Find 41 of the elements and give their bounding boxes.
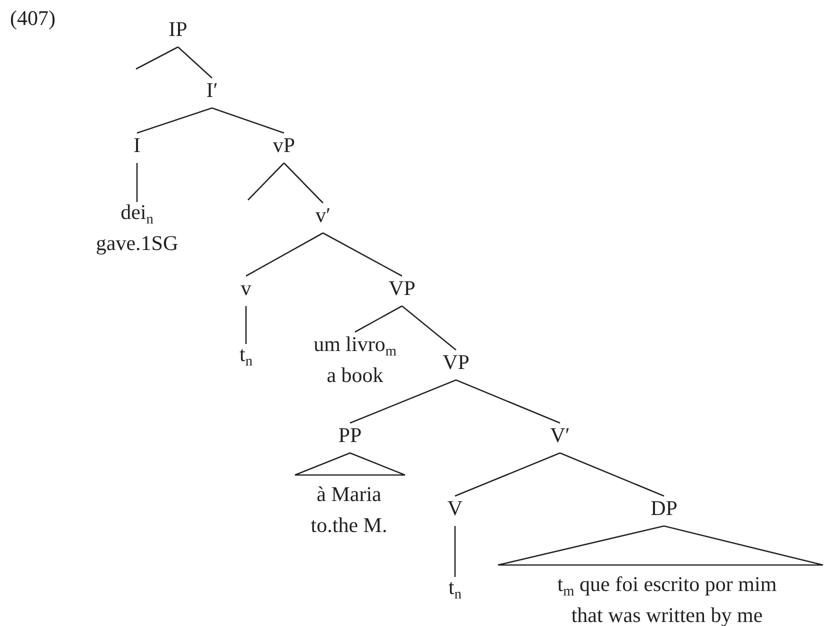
- tree-node-label: V: [447, 495, 463, 522]
- tree-node-label: I: [134, 132, 140, 159]
- triangle-branch: [294, 452, 406, 476]
- tree-node-label: V′: [550, 422, 570, 449]
- tree-node-label: v: [240, 275, 252, 302]
- tree-node-label: PP: [338, 422, 362, 449]
- branch-line: [350, 379, 456, 424]
- branch-line: [322, 232, 402, 277]
- tree-node-label: t$_{n}$: [240, 341, 252, 370]
- branch-line: [246, 232, 324, 277]
- branch-line: [136, 163, 138, 202]
- example-number: (407): [10, 6, 56, 31]
- branch-line: [454, 526, 456, 577]
- tree-node-label: VP: [442, 349, 470, 376]
- terminal-word: um livro$_{m}$: [314, 331, 396, 360]
- terminal-word: à Maria: [316, 481, 382, 508]
- branch-line: [354, 305, 402, 333]
- gloss-text: to.the M.: [310, 512, 388, 539]
- triangle-branch: [497, 525, 824, 566]
- branch-line: [245, 306, 247, 344]
- tree-node-label: I′: [206, 77, 218, 104]
- branch-line: [136, 46, 178, 70]
- branch-line: [248, 162, 284, 200]
- branch-line: [560, 452, 664, 497]
- branch-line: [136, 107, 212, 134]
- gloss-text: gave.1SG: [96, 230, 178, 257]
- tree-node-label: v′: [315, 202, 331, 229]
- tree-node-label: VP: [388, 275, 416, 302]
- tree-node-label: vP: [272, 132, 296, 159]
- gloss-text: a book: [326, 362, 384, 389]
- branch-line: [212, 107, 284, 134]
- branch-line: [284, 162, 324, 204]
- tree-node-label: IP: [168, 16, 188, 43]
- tree-node-label: DP: [650, 495, 678, 522]
- branch-line: [402, 306, 456, 350]
- terminal-word: dei$_{n}$: [120, 199, 154, 228]
- branch-line: [454, 452, 560, 497]
- tree-node-label: t$_{n}$: [448, 574, 462, 603]
- branch-line: [178, 46, 212, 78]
- terminal-word: t$_{m}$ que foi escrito por mim: [557, 571, 777, 600]
- branch-line: [456, 379, 560, 424]
